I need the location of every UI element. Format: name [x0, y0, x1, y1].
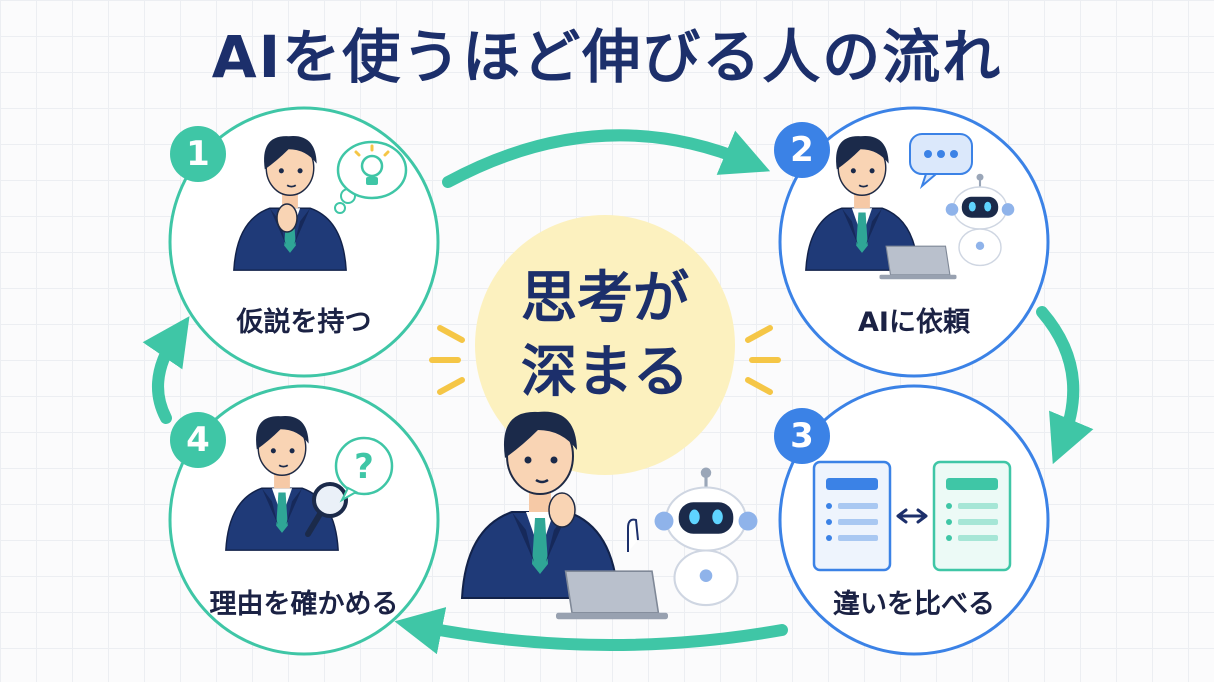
step-1-illustration	[232, 135, 408, 272]
step-1-label: 仮説を持つ	[236, 307, 372, 338]
step-4-badge: 4	[170, 412, 226, 468]
arrow-3-to-4	[394, 607, 788, 655]
center-line-2: 深まる	[521, 340, 689, 405]
step-1-badge: 1	[170, 126, 226, 182]
center-illustration	[460, 410, 760, 621]
page-title: AIを使うほど伸びる人の流れ	[211, 23, 1003, 91]
step-3-illustration	[812, 460, 1012, 572]
step-2-label: AIに依頼	[858, 307, 970, 338]
center-message: 思考が 深まる	[480, 262, 730, 410]
step-2-badge: 2	[774, 122, 830, 178]
svg-text:?: ?	[354, 447, 374, 487]
question-bubble-icon: ?	[334, 436, 394, 503]
center-burst	[429, 325, 781, 395]
step-3-circle	[778, 384, 1050, 656]
lightbulb-thought-icon	[334, 140, 408, 214]
speech-bubble-icon	[909, 133, 973, 190]
compare-documents-icon	[812, 460, 1012, 572]
step-2-illustration	[804, 133, 1016, 280]
step-4-illustration: ?	[224, 415, 394, 552]
step-3-label: 違いを比べる	[833, 589, 995, 620]
center-circle	[475, 215, 735, 475]
step-3-badge: 3	[774, 408, 830, 464]
center-line-1: 思考が	[521, 266, 689, 331]
magnifier-icon	[305, 482, 348, 537]
arrow-1-to-2	[442, 129, 771, 188]
step-4-label: 理由を確かめる	[209, 589, 399, 620]
arrow-4-to-1	[142, 316, 190, 424]
arrow-2-to-3	[1036, 306, 1094, 465]
